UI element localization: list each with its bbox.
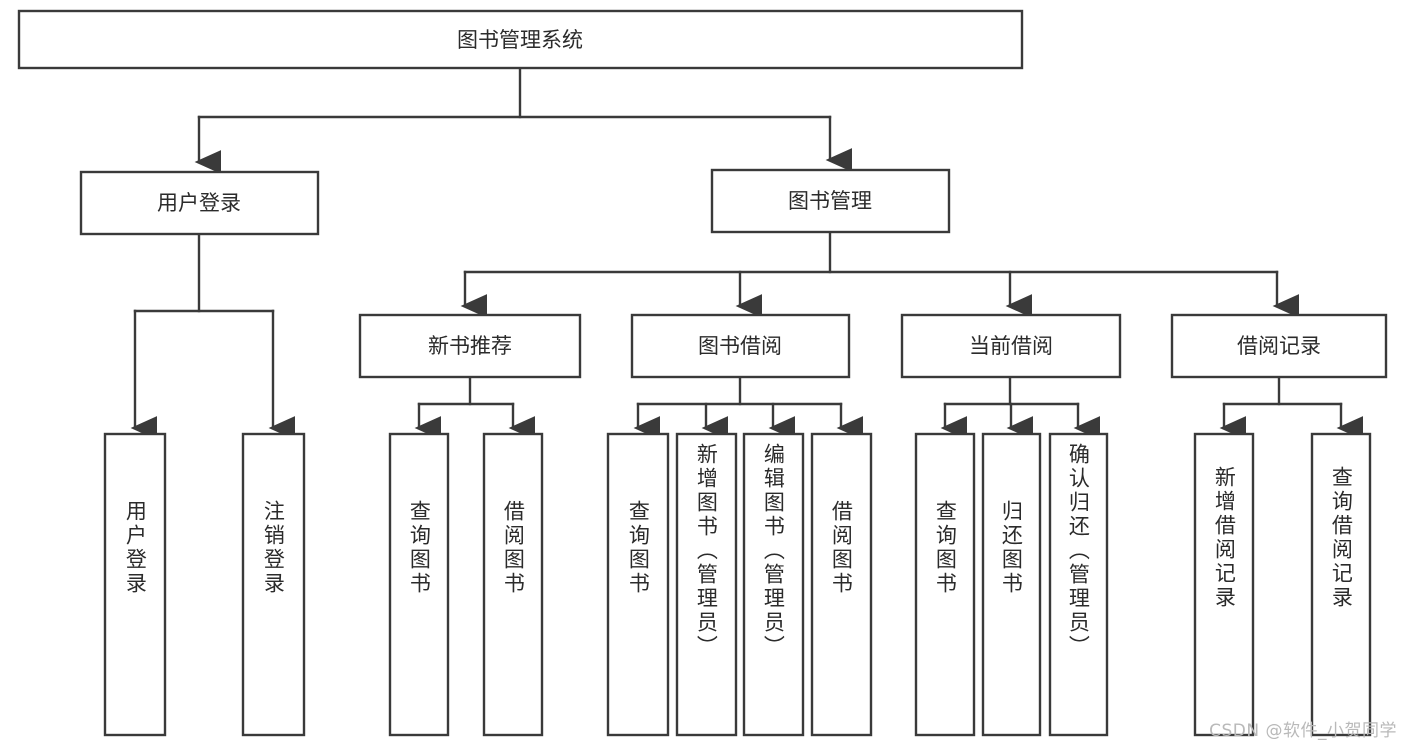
leaf-borrow-record-query[interactable] [1310,432,1372,737]
node-root-book-management-system[interactable] [17,9,1024,70]
leaf-new-book-query[interactable] [388,432,450,737]
node-borrow-record-label: 借阅记录 [1237,334,1321,358]
node-borrow-record[interactable] [1170,313,1388,379]
node-current-borrow[interactable] [900,313,1122,379]
leaf-current-borrow-query[interactable] [914,432,976,737]
node-new-book-recommend[interactable] [358,313,582,379]
leaf-user-login-login[interactable] [103,432,167,737]
node-book-management-label: 图书管理 [788,189,872,213]
leaf-book-borrow-lend[interactable] [810,432,873,737]
node-user-login[interactable] [79,170,320,236]
leaf-borrow-record-add[interactable] [1193,432,1255,737]
leaf-book-borrow-edit[interactable] [742,432,805,737]
leaf-current-borrow-confirm[interactable] [1048,432,1109,737]
leaf-book-borrow-add[interactable] [675,432,738,737]
node-user-login-label: 用户登录 [157,191,241,215]
leaf-book-borrow-query[interactable] [606,432,670,737]
node-root-label: 图书管理系统 [457,28,583,52]
node-book-management[interactable] [710,168,951,234]
csdn-watermark: CSDN @软件_小贺同学 [1209,721,1397,741]
node-book-borrow-label: 图书借阅 [698,334,782,358]
leaf-current-borrow-return[interactable] [981,432,1042,737]
node-new-book-recommend-label: 新书推荐 [428,334,512,358]
leaf-user-login-logout[interactable] [241,432,306,737]
node-current-borrow-label: 当前借阅 [969,334,1053,358]
leaf-new-book-borrow[interactable] [482,432,544,737]
node-book-borrow[interactable] [630,313,851,379]
